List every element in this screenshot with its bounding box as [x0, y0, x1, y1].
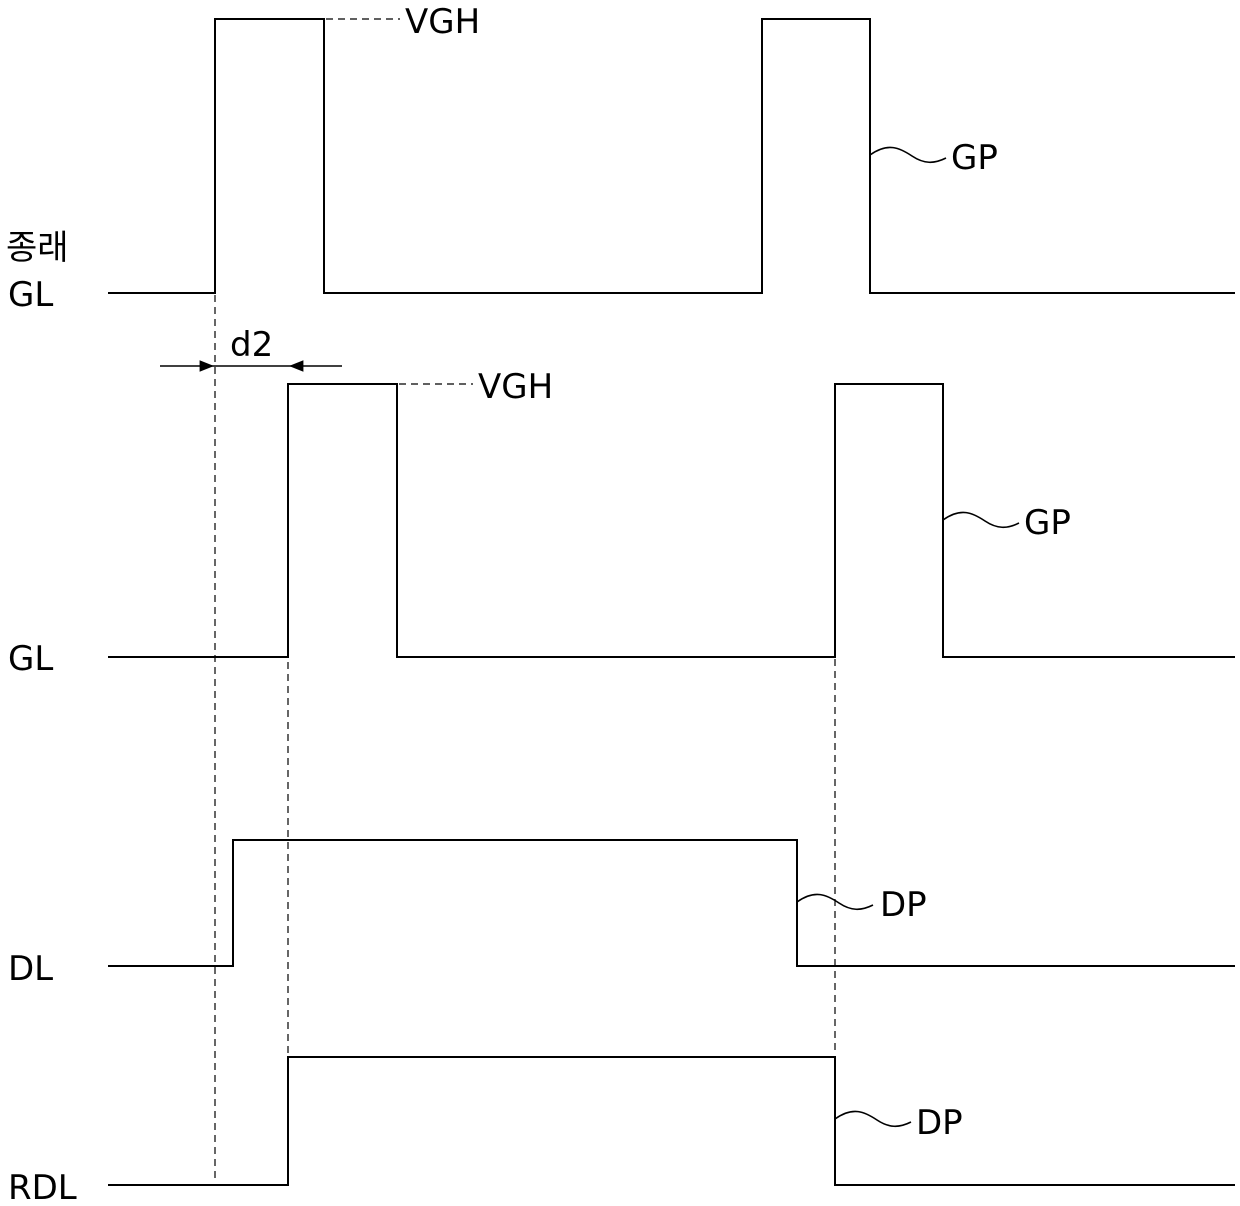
rdl-dp-label: DP [916, 1103, 963, 1143]
gl-gp-leader [943, 512, 1019, 527]
rdl-waveform [108, 1057, 1235, 1185]
conventional-gl-vgh-label: VGH [405, 2, 480, 42]
gl-gp-label: GP [1024, 503, 1071, 543]
gl-label: GL [8, 639, 53, 679]
dl-label: DL [8, 949, 53, 989]
delay-d2-dimension: d2 [160, 325, 342, 366]
conventional-gl-waveform [108, 19, 1235, 293]
dl-dp-label: DP [880, 885, 927, 925]
gl-vgh-label: VGH [478, 367, 553, 407]
conventional-gl-label-line1: 종래 [6, 228, 69, 268]
conventional-gl-gp-leader [870, 147, 946, 162]
gl-signal: VGH GP GL [8, 367, 1235, 679]
dl-waveform [108, 840, 1235, 966]
alignment-guides [215, 295, 835, 1180]
rdl-dp-leader [835, 1111, 911, 1126]
rdl-label: RDL [8, 1168, 77, 1206]
rdl-signal: DP RDL [8, 1057, 1235, 1206]
dl-signal: DP DL [8, 840, 1235, 989]
d2-label: d2 [230, 325, 273, 365]
conventional-gl-gp-label: GP [951, 138, 998, 178]
conventional-gl-signal: VGH GP 종래 GL [6, 2, 1235, 315]
conventional-gl-label-line2: GL [8, 275, 53, 315]
